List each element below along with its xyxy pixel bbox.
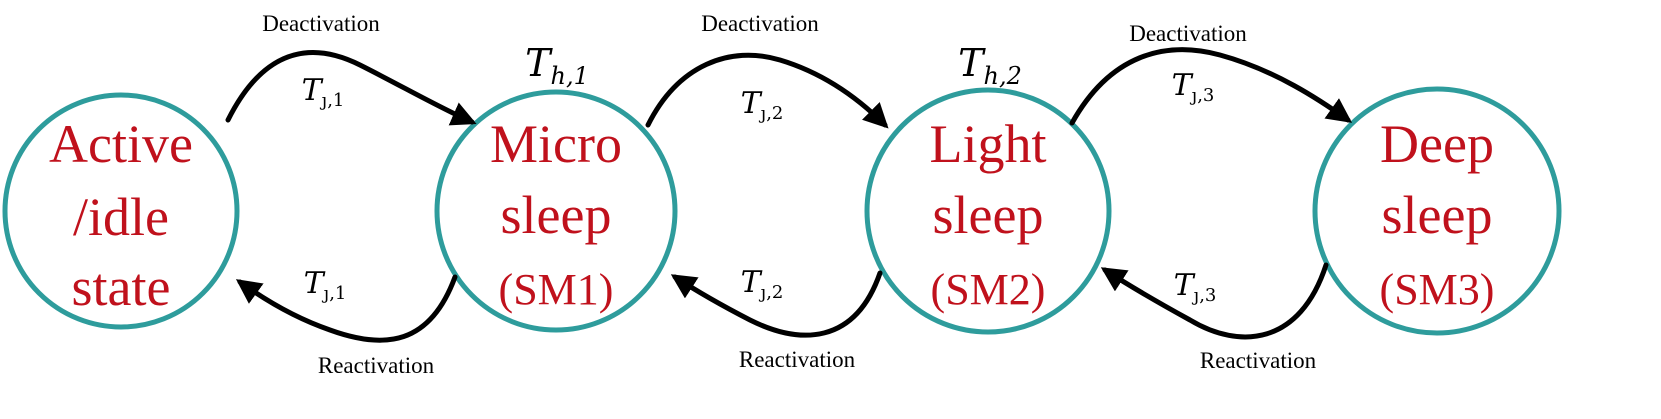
reactivation-label-2: Reactivation (739, 347, 856, 372)
state-deep-line3: (SM3) (1380, 265, 1495, 314)
time-label-bottom-2: Tȷ,2 (741, 265, 784, 303)
deactivation-arrow-2 (645, 52, 889, 129)
state-deep-sleep: Deep sleep (SM3) (1312, 86, 1562, 336)
state-micro-line1: Micro (490, 114, 622, 174)
state-micro-line2: sleep (501, 185, 612, 245)
state-light-line1: Light (930, 114, 1047, 174)
state-deep-line2: sleep (1382, 185, 1493, 245)
reactivation-arrow-1 (235, 274, 458, 343)
state-deep-line1: Deep (1380, 114, 1494, 174)
reactivation-arrow-2 (670, 270, 883, 338)
deactivation-label-3: Deactivation (1129, 21, 1247, 46)
time-label-top-2: Tȷ,2 (741, 86, 784, 124)
hold-time-label-1: Th,1 (525, 41, 589, 90)
reactivation-label-1: Reactivation (318, 353, 435, 378)
state-active-line3: state (72, 257, 171, 317)
state-micro-sleep: Micro sleep (SM1) (434, 89, 678, 333)
time-label-top-1: Tȷ,1 (302, 73, 345, 111)
hold-time-label-2: Th,2 (958, 41, 1022, 90)
time-label-bottom-3: Tȷ,3 (1174, 268, 1217, 306)
reactivation-arrow-3 (1100, 262, 1329, 340)
deactivation-arrow-1 (225, 50, 477, 126)
time-label-bottom-1: Tȷ,1 (304, 266, 347, 304)
state-active-line1: Active (49, 114, 193, 174)
state-light-line3: (SM2) (931, 265, 1046, 314)
state-light-sleep: Light sleep (SM2) (864, 87, 1112, 335)
reactivation-label-3: Reactivation (1200, 348, 1317, 373)
state-micro-line3: (SM1) (499, 265, 614, 314)
deactivation-label-2: Deactivation (701, 11, 819, 36)
deactivation-label-1: Deactivation (262, 11, 380, 36)
deactivation-arrow-3 (1069, 47, 1353, 126)
state-light-line2: sleep (933, 185, 1044, 245)
state-active-idle: Active /idle state (2, 92, 240, 330)
time-label-top-3: Tȷ,3 (1172, 68, 1215, 106)
state-active-line2: /idle (73, 187, 169, 247)
